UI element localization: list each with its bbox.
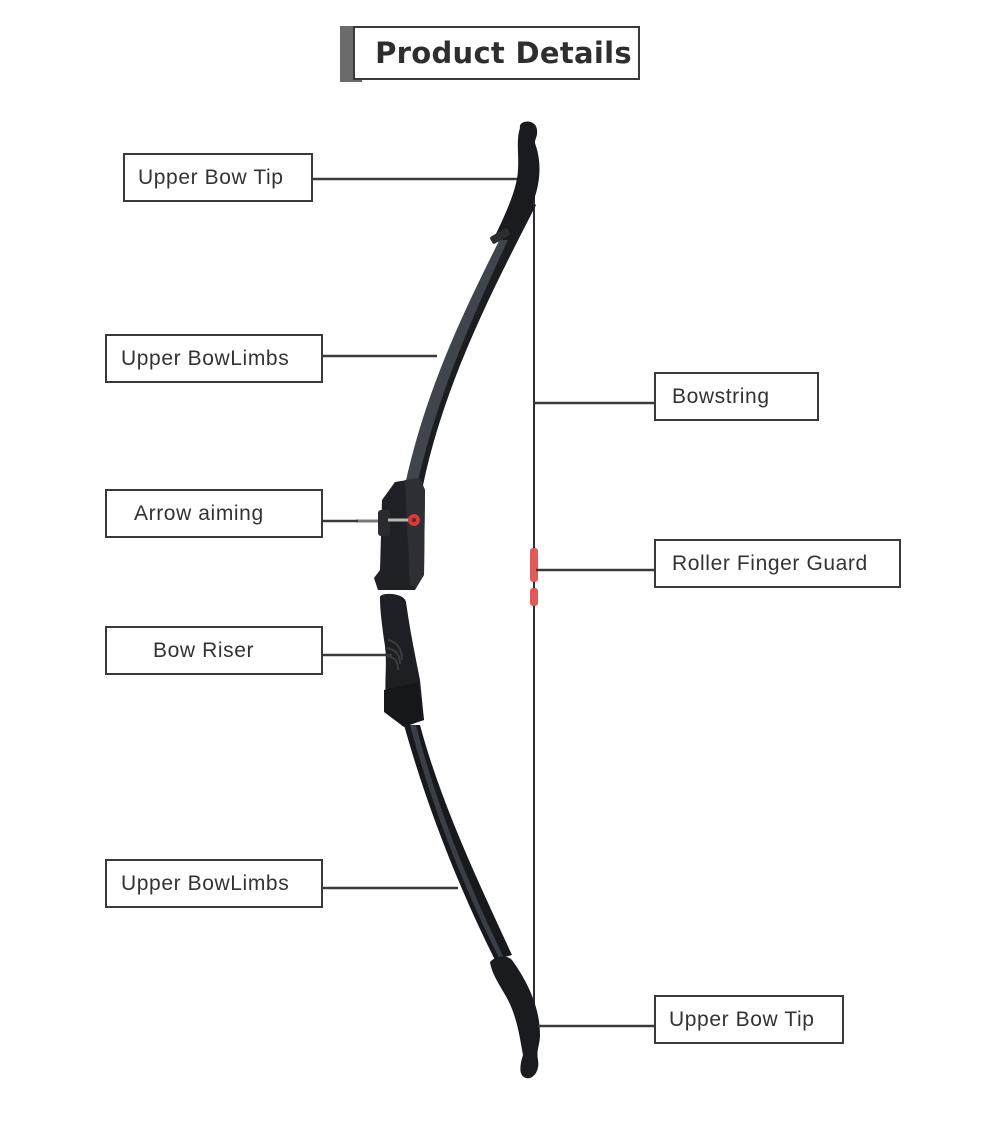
upper-tip — [493, 121, 540, 240]
label-lower-bow-tip: Upper Bow Tip — [654, 995, 844, 1044]
finger-guard-lower — [530, 588, 538, 606]
finger-guard-upper — [530, 548, 538, 582]
label-text: Upper Bow Tip — [669, 1007, 815, 1031]
label-upper-limbs: Upper BowLimbs — [105, 334, 323, 383]
title-box: Product Details — [353, 26, 640, 80]
page-title: Product Details — [375, 36, 632, 70]
label-text: Roller Finger Guard — [672, 551, 868, 575]
label-text: Bow Riser — [153, 638, 255, 662]
label-text: Upper BowLimbs — [121, 346, 290, 370]
label-text: Upper BowLimbs — [121, 871, 290, 895]
lower-tip — [490, 956, 540, 1079]
label-text: Arrow aiming — [134, 501, 264, 525]
label-text: Bowstring — [672, 384, 770, 408]
label-bowstring: Bowstring — [654, 372, 819, 421]
label-arrow-aiming: Arrow aiming — [105, 489, 323, 538]
label-roller-finger-guard: Roller Finger Guard — [654, 539, 901, 588]
label-lower-limbs: Upper BowLimbs — [105, 859, 323, 908]
title-banner: Product Details — [340, 26, 642, 82]
label-upper-bow-tip: Upper Bow Tip — [123, 153, 313, 202]
label-text: Upper Bow Tip — [138, 165, 284, 189]
label-bow-riser: Bow Riser — [105, 626, 323, 675]
